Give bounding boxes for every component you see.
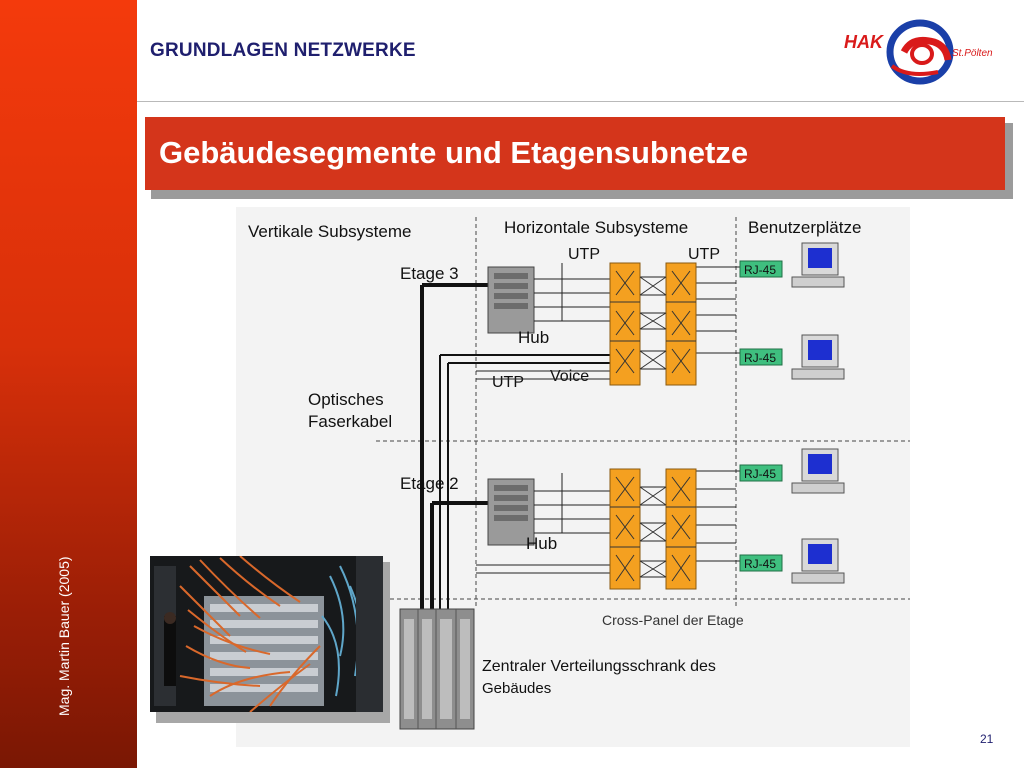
- floor2-hub-label: Hub: [526, 534, 557, 553]
- floor3-label: Etage 3: [400, 264, 459, 283]
- rj45-label: RJ-45: [744, 557, 776, 571]
- fiber-label-1: Optisches: [308, 390, 384, 409]
- workstation-icon: [791, 334, 845, 380]
- rj45-jack: RJ-45: [739, 348, 783, 366]
- cabinet-label-line2: Gebäudes: [482, 680, 551, 697]
- cross-panel-label: Cross-Panel der Etage: [602, 612, 744, 628]
- cabinet-label-line1: Zentraler Verteilungsschrank des: [482, 658, 716, 675]
- floor3-cross-panel: [609, 262, 697, 386]
- rj45-jack: RJ-45: [739, 554, 783, 572]
- rj45-jack: RJ-45: [739, 260, 783, 278]
- page-number: 21: [980, 732, 994, 746]
- floor2-cross-panel: [609, 468, 697, 590]
- utp-right-label: UTP: [688, 246, 720, 263]
- workstation-icon: [791, 538, 845, 584]
- section-title: GRUNDLAGEN NETZWERKE: [150, 40, 416, 61]
- patch-panel-image: [150, 556, 383, 712]
- logo-text: HAK: [844, 32, 885, 52]
- utp-left-label: UTP: [568, 246, 600, 263]
- distribution-cabinet-icon: [399, 608, 475, 730]
- floor2-label: Etage 2: [400, 474, 459, 493]
- utp-bottom-label: UTP: [492, 374, 524, 391]
- slide-title-banner: Gebäudesegmente und Etagensubnetze: [145, 117, 1005, 190]
- slide-title: Gebäudesegmente und Etagensubnetze: [159, 135, 749, 170]
- patch-panel-photo: [150, 556, 383, 712]
- workstation-icon: [791, 448, 845, 494]
- voice-label: Voice: [550, 368, 589, 385]
- rj45-label: RJ-45: [744, 467, 776, 481]
- header-divider: [137, 101, 1024, 102]
- workstation-icon: [791, 242, 845, 288]
- header-vertical: Vertikale Subsysteme: [248, 222, 411, 241]
- author-credit: Mag. Martin Bauer (2005): [56, 556, 72, 716]
- rj45-jack: RJ-45: [739, 464, 783, 482]
- floor2-hub-icon: [487, 478, 535, 546]
- rj45-label: RJ-45: [744, 351, 776, 365]
- header-workstations: Benutzerplätze: [748, 218, 861, 237]
- header-horizontal: Horizontale Subsysteme: [504, 218, 688, 237]
- logo-subtext: St.Pölten: [952, 48, 993, 59]
- school-logo: HAK St.Pölten: [844, 19, 993, 85]
- fiber-label-2: Faserkabel: [308, 412, 392, 431]
- floor3-hub-icon: [487, 266, 535, 334]
- floor3-hub-label: Hub: [518, 328, 549, 347]
- rj45-label: RJ-45: [744, 263, 776, 277]
- left-accent-bar: [0, 0, 137, 768]
